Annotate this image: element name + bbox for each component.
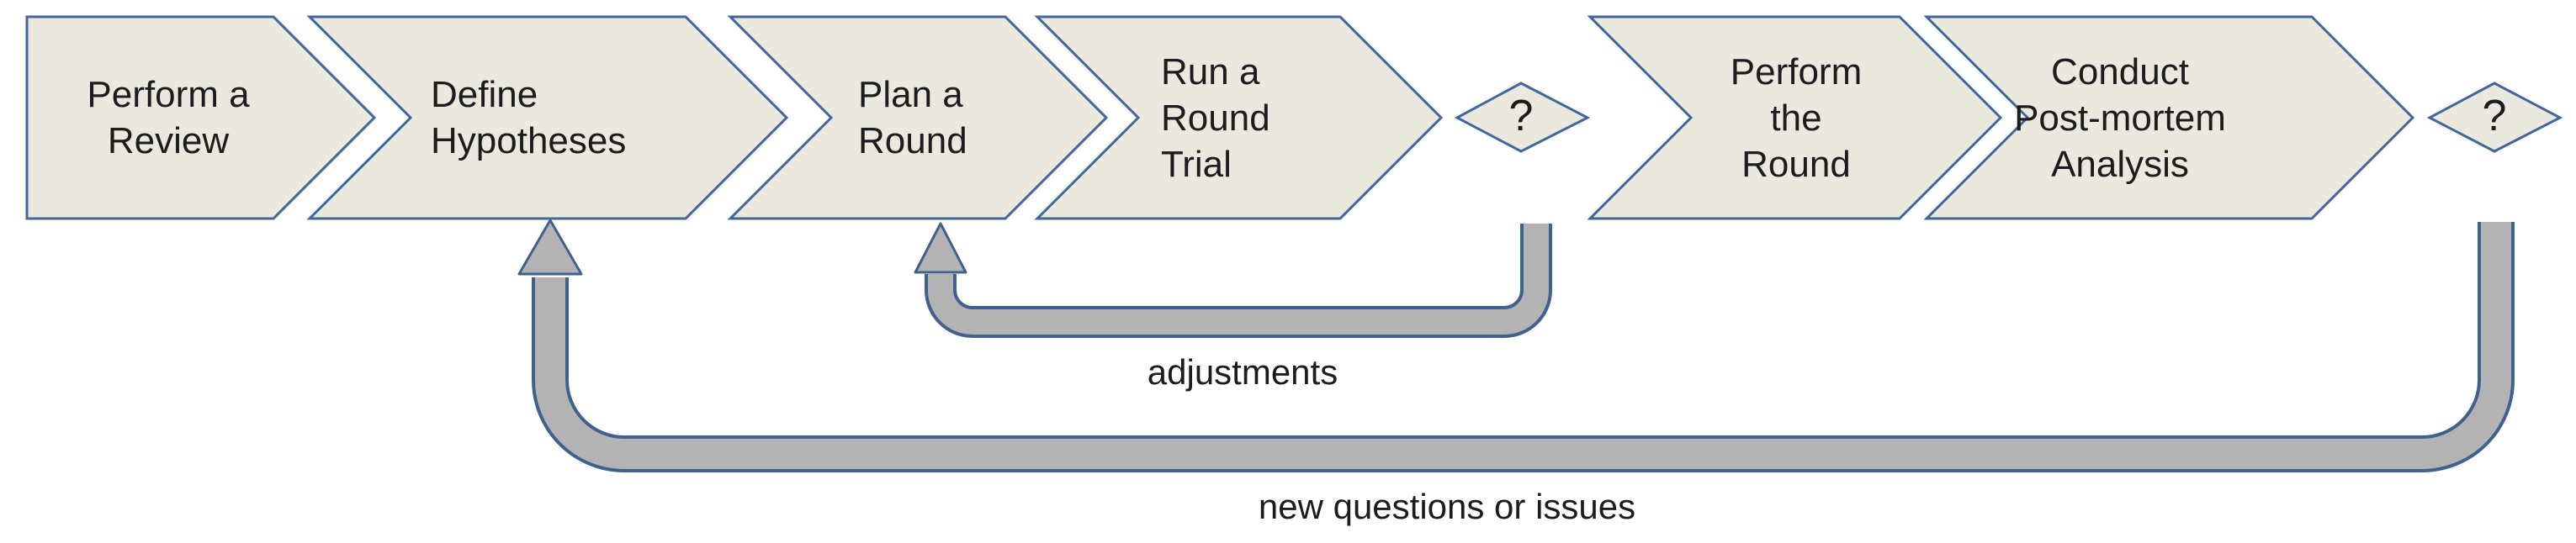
- step-label-perform-a-review: Perform a Review: [87, 74, 250, 161]
- adjustments-loop-pipe: [928, 224, 1549, 335]
- adjustments-loop-pipe-outline: [925, 224, 1552, 338]
- adjustments-loop-connector: [914, 222, 1552, 338]
- new-questions-loop-label: new questions or issues: [1258, 486, 1636, 526]
- decision-label-after-analysis: ?: [2482, 91, 2507, 140]
- step-label-define-hypotheses: Define Hypotheses: [431, 74, 627, 161]
- new-questions-loop-pipe: [535, 222, 2511, 469]
- decision-diamond-after-trial: [1454, 82, 1591, 153]
- new-questions-loop-connector: [517, 219, 2515, 472]
- adjustments-loop-arrowhead-icon: [914, 222, 967, 274]
- adjustments-loop-label: adjustments: [1147, 351, 1338, 392]
- step-shape-perform-the-round: [1587, 15, 2003, 220]
- new-questions-loop-arrowhead-icon: [517, 219, 583, 276]
- decision-diamond-after-analysis: [2426, 82, 2563, 153]
- step-shape-perform-a-review: [25, 15, 377, 220]
- step-shape-conduct-post-mortem-analysis: [1923, 15, 2415, 220]
- step-shape-define-hypotheses: [306, 15, 789, 220]
- step-shape-run-a-round-trial: [1034, 15, 1444, 220]
- step-label-plan-a-round: Plan a Round: [858, 74, 967, 161]
- step-label-perform-the-round: Perform the Round: [1730, 50, 1863, 185]
- step-label-run-a-round-trial: Run a Round Trial: [1161, 50, 1270, 185]
- decision-label-after-trial: ?: [1508, 91, 1534, 140]
- step-shape-plan-a-round: [727, 15, 1109, 220]
- step-label-conduct-post-mortem-analysis: Conduct Post-mortem Analysis: [2014, 50, 2226, 185]
